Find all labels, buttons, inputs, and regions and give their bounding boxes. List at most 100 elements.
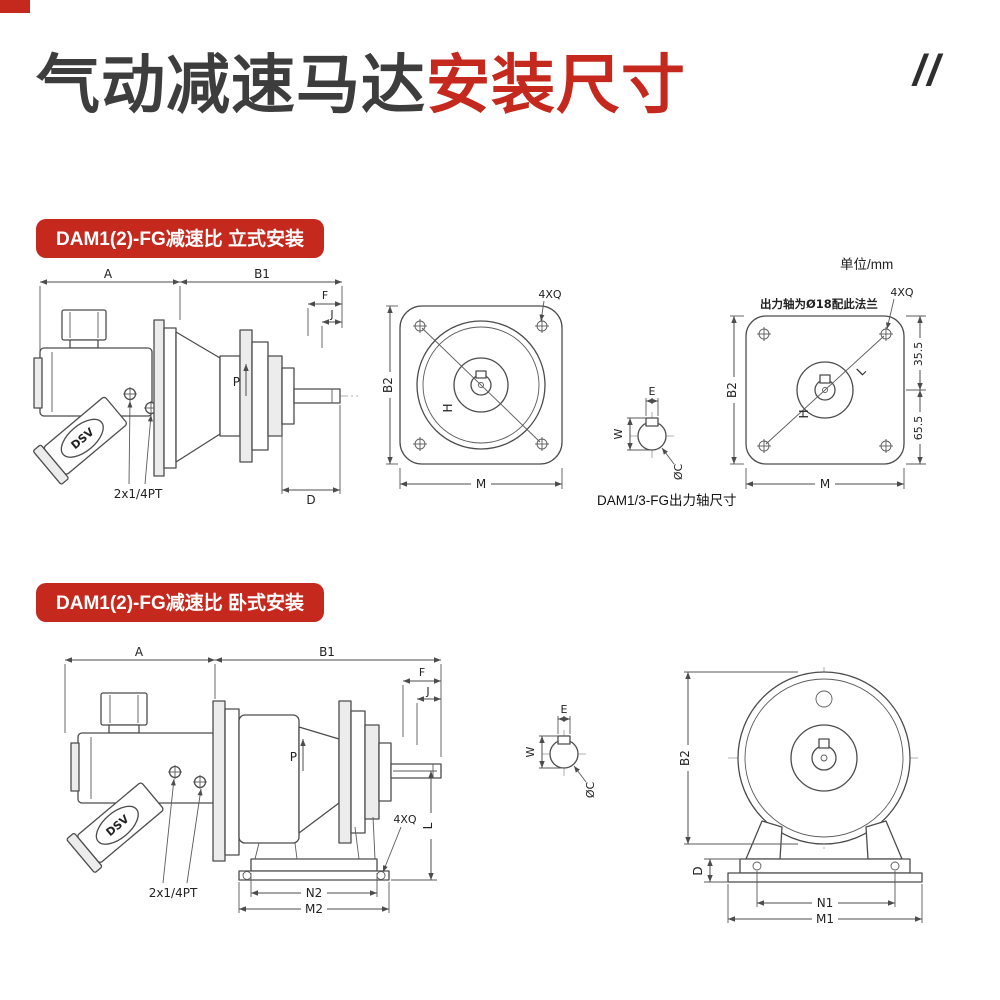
dims-fj: F J <box>307 289 342 348</box>
gearmotor-outline: DSV <box>33 309 341 485</box>
dim-l: L <box>391 770 438 881</box>
flange18-note: 出力轴为Ø18配此法兰 <box>760 297 878 311</box>
corner-bolt-holes <box>757 327 893 453</box>
gearmotor-outline: DSV <box>66 692 442 881</box>
dim-m-label: M <box>476 477 486 491</box>
shaft-caption: DAM1/3-FG出力轴尺寸 <box>597 493 737 508</box>
dim-n2: N2 <box>250 873 378 900</box>
dim-p-label: P <box>233 375 240 389</box>
dim-e-label: E <box>649 385 656 398</box>
dim-655-label: 65.5 <box>912 416 925 441</box>
dim-b2: B2 <box>725 315 744 465</box>
drawing-horizontal-side-view: A B1 F J DS <box>55 645 447 930</box>
port-label: 2x1/4PT <box>114 487 163 501</box>
dim-b2: B2 <box>381 305 398 465</box>
dim-j-label: J <box>425 685 429 698</box>
diagonal <box>421 327 541 443</box>
dim-h-label: H <box>797 409 811 418</box>
port-callout: 2x1/4PT <box>149 778 203 900</box>
dim-f-label: F <box>419 666 425 679</box>
dim-a-label: A <box>104 267 113 281</box>
dim-e: E <box>557 703 571 734</box>
key <box>645 417 659 427</box>
base-leg <box>745 820 783 860</box>
dim-m2: M2 <box>238 882 390 916</box>
air-motor: DSV <box>33 396 127 485</box>
base-bolt-hole <box>752 861 762 871</box>
base-leg <box>865 820 903 860</box>
keyway <box>475 370 487 379</box>
output-shaft <box>293 388 341 404</box>
dim-m1: M1 <box>727 884 923 926</box>
section-badge-horizontal: DAM1(2)-FG减速比 卧式安装 <box>36 583 325 622</box>
dim-m: M <box>745 468 905 491</box>
drawing-flange18-view: 出力轴为Ø18配此法兰 H L 4XQ <box>725 282 932 508</box>
dims-top: A B1 <box>39 267 343 352</box>
plug-hole <box>815 690 833 708</box>
dim-m-label: M <box>820 477 830 491</box>
port-callout: 2x1/4PT <box>114 400 163 501</box>
dim-w: W <box>612 417 652 451</box>
bolt-callout: 4XQ <box>886 286 914 330</box>
dim-c-label: ØC <box>672 464 685 481</box>
flange-outline <box>399 305 563 465</box>
dim-b1-label: B1 <box>254 267 270 281</box>
dim-n2-label: N2 <box>306 886 323 900</box>
dim-d-label: D <box>691 866 705 875</box>
bolt-callout: 4XQ <box>538 288 562 322</box>
diagonal <box>765 335 885 445</box>
drawing-vertical-side-view: A B1 F J <box>30 267 362 508</box>
dim-m: M <box>399 468 563 491</box>
drawing-shaft-detail-horizontal: E W ØC <box>512 686 630 808</box>
page-title: 气动减速马达安装尺寸 <box>36 34 686 126</box>
drawing-shaft-detail-vertical: E W ØC <box>600 368 718 490</box>
dim-b1-label: B1 <box>319 645 335 659</box>
base-bolt-hole <box>890 861 900 871</box>
title-black: 气动减速马达 <box>36 49 426 121</box>
dim-a-label: A <box>135 645 144 659</box>
section-badge-vertical: DAM1(2)-FG减速比 立式安装 <box>36 219 325 258</box>
title-red: 安装尺寸 <box>426 49 686 121</box>
dims-top: A B1 F J <box>64 645 442 757</box>
dim-f-label: F <box>322 289 328 302</box>
drawing-horizontal-front-view: B2 D N1 M1 <box>678 663 934 931</box>
flange-outline <box>745 315 905 465</box>
keyway <box>819 374 831 384</box>
keyway <box>818 738 830 749</box>
unit-note: 单位/mm <box>840 257 894 272</box>
bolt-qty-label: 4XQ <box>890 286 914 299</box>
corner-bolt-holes <box>413 319 549 451</box>
dim-b2-label: B2 <box>678 750 692 766</box>
drawing-vertical-flange-view: H 4XQ B2 M <box>381 286 576 504</box>
dim-n1-label: N1 <box>817 896 834 910</box>
dim-c-label: ØC <box>584 782 597 799</box>
key <box>557 735 571 745</box>
dim-b2: B2 <box>678 671 798 845</box>
bolt-qty-label: 4XQ <box>393 813 417 826</box>
corner-accent <box>0 0 30 13</box>
dim-c: ØC <box>573 765 597 799</box>
dim-h-label: H <box>441 403 455 412</box>
dim-355-label: 35.5 <box>912 342 925 367</box>
dim-b2-label: B2 <box>725 382 739 398</box>
dim-n1: N1 <box>756 871 896 910</box>
dim-m1-label: M1 <box>816 912 834 926</box>
mounting-base <box>238 816 390 881</box>
gearbox-front-outline <box>727 671 923 883</box>
dim-j-label: J <box>329 308 333 321</box>
dim-e: E <box>645 385 659 416</box>
bolt-callout: 4XQ <box>382 813 417 873</box>
dim-d: D <box>281 405 341 507</box>
port-label: 2x1/4PT <box>149 886 198 900</box>
dim-d: D <box>691 858 740 883</box>
dim-c: ØC <box>661 447 685 481</box>
decorative-slashes: // <box>913 46 942 95</box>
dim-l-label: L <box>421 822 435 829</box>
dims-right: 35.5 65.5 <box>906 315 927 465</box>
dim-m2-label: M2 <box>305 902 323 916</box>
dim-p: P <box>233 364 249 396</box>
dim-d-label: D <box>306 493 315 507</box>
air-motor: DSV <box>66 782 164 873</box>
dim-w-label: W <box>524 746 537 757</box>
